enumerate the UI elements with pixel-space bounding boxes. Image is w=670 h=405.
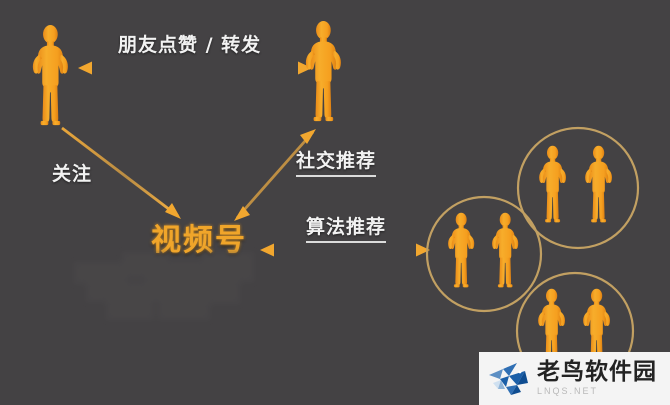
- arrow-follow: [61, 126, 181, 219]
- audience-group-top: [516, 126, 640, 250]
- watermark-subtitle: LNQS.NET: [537, 386, 599, 396]
- label-follow: 关注: [52, 163, 93, 185]
- label-algo-recommend: 算法推荐: [306, 212, 387, 243]
- origami-bird-logo: [489, 362, 528, 395]
- arrow-algo-recommend: [260, 243, 430, 257]
- label-social-recommend: 社交推荐: [296, 146, 377, 177]
- watermark-text-block: 老鸟软件园 LNQS.NET: [537, 361, 657, 396]
- label-friend-share: 朋友点赞 / 转发: [118, 34, 262, 56]
- arrow-friend-share: [78, 61, 312, 75]
- audience-group-left: [425, 195, 543, 313]
- watermark-bar: 老鸟软件园 LNQS.NET: [479, 352, 670, 405]
- watermark-title: 老鸟软件园: [537, 359, 657, 385]
- person-figure-right: [305, 21, 341, 122]
- blurred-redaction: [74, 252, 270, 336]
- arrow-social-recommend: [234, 129, 316, 221]
- person-figure-left: [32, 25, 68, 126]
